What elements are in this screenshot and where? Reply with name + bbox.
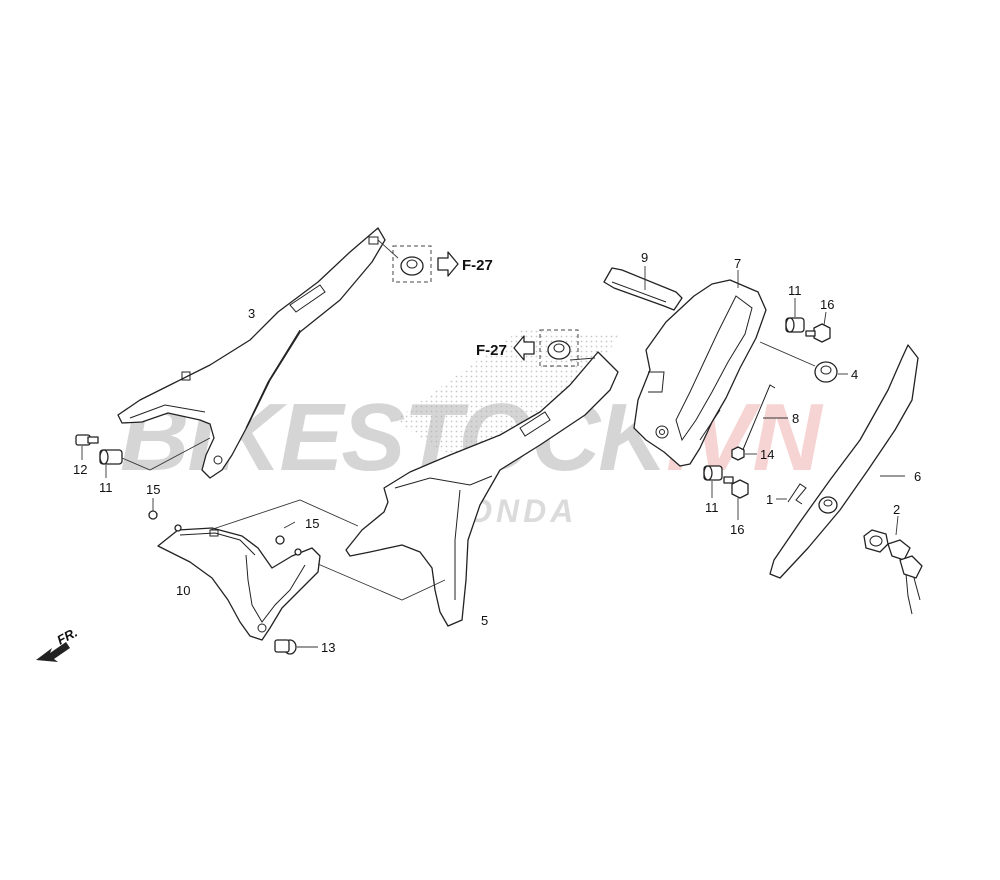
bolt-16b [723,476,749,520]
front-label: FR. [54,625,80,648]
callout-1: 1 [766,492,773,507]
part-5-side-cover [345,351,619,627]
screw-15b [275,521,296,545]
front-arrow-icon [36,642,70,662]
clip-right [294,548,302,556]
part-10-lower-cover [157,527,321,641]
callout-12: 12 [73,462,87,477]
callout-15a: 15 [146,482,160,497]
ref-f27-middle: F-27 [476,335,535,361]
part-9-strap [603,266,683,311]
key-icon-2 [899,555,923,579]
ref-f27-middle-label: F-27 [476,342,507,359]
part-3-upper-cover [117,227,386,479]
collar-11a [99,449,123,478]
ref-f27-upper: F-27 [437,251,493,277]
callout-labels: 1 2 3 4 5 6 7 8 9 10 11 11 11 12 13 14 1… [73,250,921,655]
callout-13: 13 [321,640,335,655]
callout-11b: 11 [788,283,802,298]
grommet-4 [759,341,848,383]
callout-11a: 11 [99,480,113,495]
collar-11b [785,298,805,333]
callout-10: 10 [176,583,190,598]
callout-8: 8 [792,411,799,426]
part-6-right-cover [769,344,919,579]
collar-11c [703,465,723,498]
nut-14 [731,446,757,461]
callout-5: 5 [481,613,488,628]
callout-7: 7 [734,256,741,271]
arrow-right-icon [437,251,459,277]
front-direction: FR. [36,625,80,662]
callout-14: 14 [760,447,774,462]
part-2-key-lock [863,515,923,615]
bolt-13 [274,639,318,655]
callout-11c: 11 [705,500,719,515]
key-icon [887,539,911,561]
grommet-upper [377,239,432,283]
screw-15a [148,498,158,520]
callout-15b: 15 [305,516,319,531]
callout-2: 2 [893,502,900,517]
rod-8 [741,384,788,453]
honda-wing-watermark [395,330,620,470]
mounting-lines [121,437,446,601]
grommet-middle [539,329,596,367]
ref-f27-upper-label: F-27 [462,257,493,274]
callout-16a: 16 [820,297,834,312]
part-7-case [633,270,767,467]
callout-3: 3 [248,306,255,321]
bolt-16a [805,311,831,343]
clip-left [174,524,182,532]
callout-6: 6 [914,469,921,484]
arrow-left-icon [513,335,535,361]
clip-1 [776,483,807,505]
callout-4: 4 [851,367,858,382]
callout-9: 9 [641,250,648,265]
callout-16b: 16 [730,522,744,537]
bolt-12 [75,434,99,460]
